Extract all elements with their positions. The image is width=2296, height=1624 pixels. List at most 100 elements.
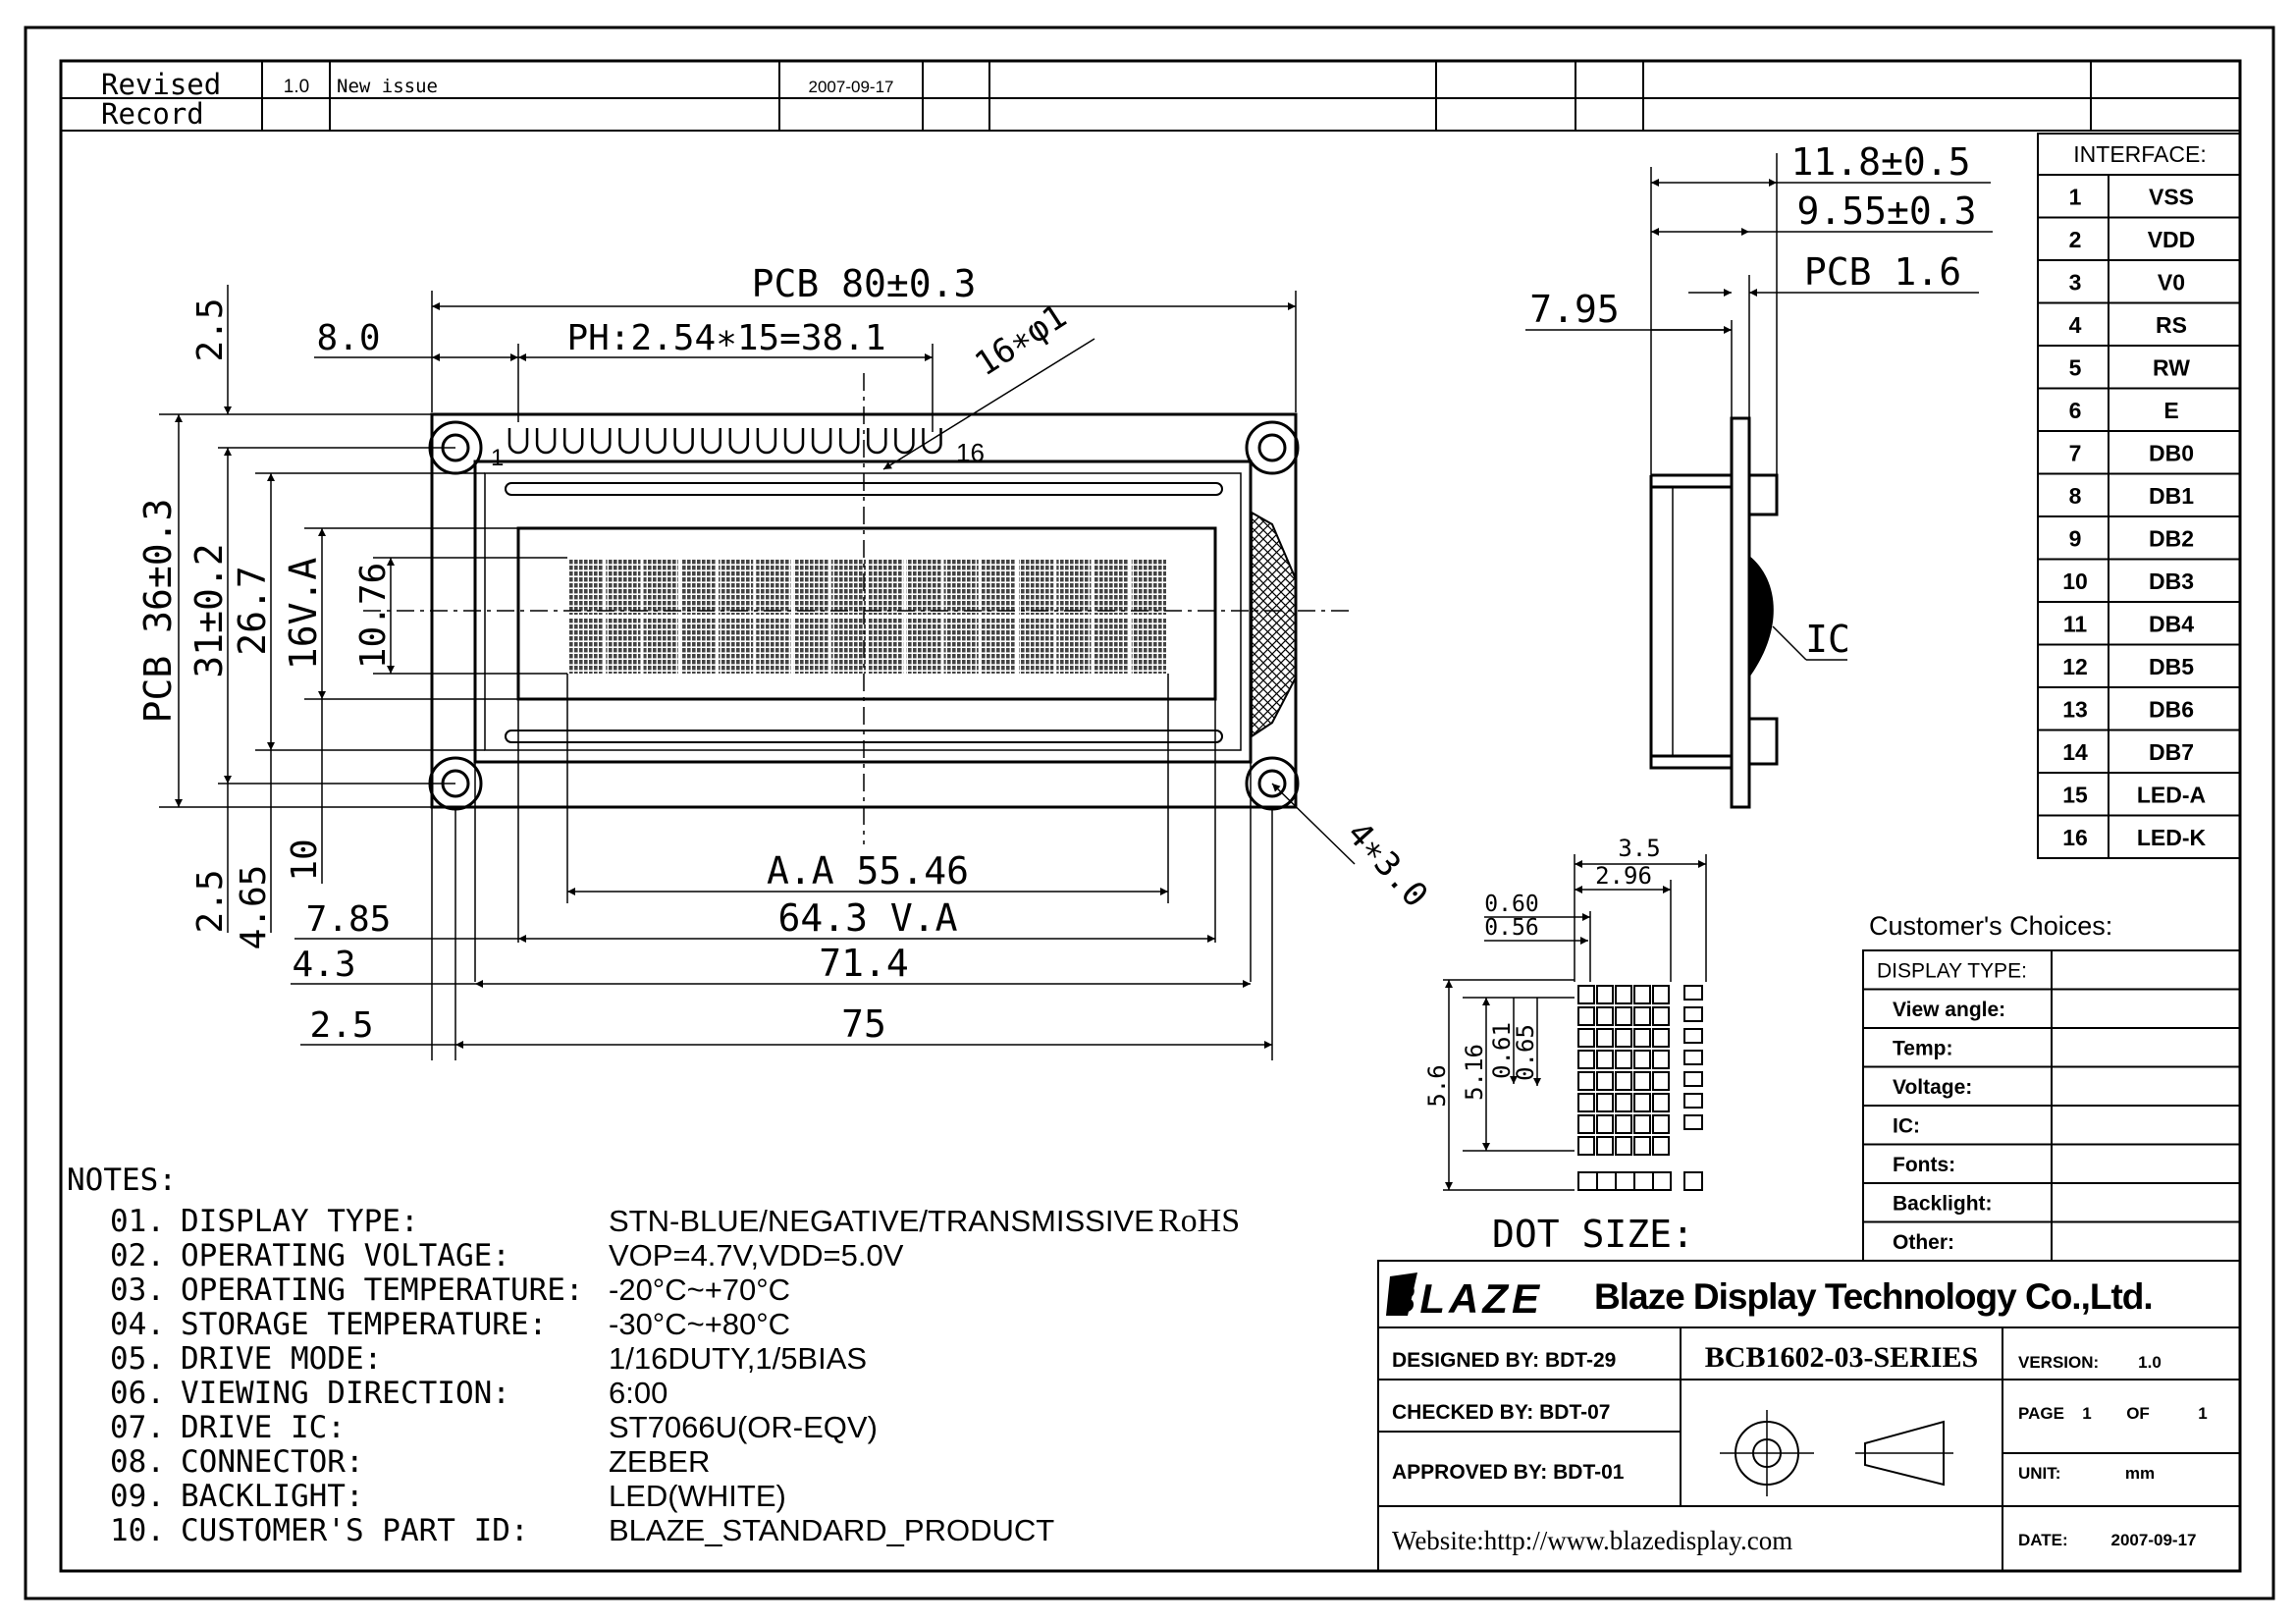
interface-pin-name: LED-A [2137,783,2206,808]
dim-dots-height: 5.16 [1461,1044,1488,1101]
logo-text: BLAZE [1386,1275,1543,1322]
dot-matrix-dot [1652,1114,1670,1134]
lcd-character-cell [719,559,754,615]
interface-pin-number: 11 [2063,612,2088,637]
note-value: ZEBER [609,1444,710,1479]
pin-label-first: 1 [491,445,504,471]
dot-matrix-dot [1596,1093,1614,1112]
lcd-character-cell [1094,559,1129,615]
lcd-character-cell [793,618,828,674]
dot-matrix-dot [1633,1071,1651,1091]
outer-frame [24,26,2275,1600]
dot-matrix-dot [1652,1071,1670,1091]
version-value: 1.0 [2138,1353,2162,1372]
unit-label: UNIT: [2018,1464,2060,1483]
dot-matrix-dot [1596,1114,1614,1134]
lcd-character-cell [906,618,941,674]
title-block [1377,1260,2241,1572]
note-number: 05. [110,1341,165,1377]
dim-left-2-5: 2.5 [309,1005,373,1046]
dot-matrix-dot [1596,985,1614,1004]
lcd-character-cell [869,559,904,615]
dot-matrix-dot [1577,1093,1595,1112]
interface-title: INTERFACE: [2073,141,2206,167]
dot-matrix-dot [1596,1136,1614,1156]
dim-left-7-85: 7.85 [306,899,392,940]
dim-va-height: 16V.A [282,558,325,671]
dim-total-thickness: 11.8±0.5 [1790,140,1970,184]
connector-pin [783,428,805,455]
note-label: CONNECTOR: [181,1444,364,1480]
connector-pin [562,428,584,455]
dim-dot-pitch-w: 0.60 [1484,892,1538,917]
revision-heading-line2: Record [101,97,204,131]
character-grid [568,559,1166,674]
lcd-character-cell [1056,618,1092,674]
dim-bezel-width: 71.4 [819,942,909,985]
note-value: -30°C~+80°C [609,1307,790,1341]
interface-pin-name: RS [2156,312,2187,338]
dot-size-detail: 3.5 2.96 0.60 0.56 5.6 5.16 0.61 0.65 DO… [1423,835,1707,1256]
connector-pin [838,428,860,455]
note-value: STN-BLUE/NEGATIVE/TRANSMISSIVE [609,1204,1154,1238]
dot-matrix-dot [1615,1050,1632,1069]
date-value: 2007-09-17 [2111,1531,2197,1549]
note-label: OPERATING VOLTAGE: [181,1238,510,1273]
note-value: 6:00 [609,1376,667,1410]
front-view: PCB 80±0.3 PH:2.54∗15=38.1 8.0 2.5 PCB 3… [136,262,1435,1060]
dim-module-thickness: 9.55±0.3 [1796,189,1976,233]
interface-pin-name: RW [2153,355,2190,381]
approved-by: APPROVED BY: BDT-01 [1392,1461,1625,1484]
note-label: DISPLAY TYPE: [181,1204,419,1239]
note-number: 09. [110,1479,165,1514]
dot-matrix-dot [1633,985,1651,1004]
note-number: 10. [110,1513,165,1548]
blaze-logo: BLAZE [1386,1272,1543,1322]
interface-pin-name: VSS [2149,185,2194,210]
part-number: BCB1602-03-SERIES [1705,1341,1978,1374]
dot-matrix-dot [1633,1114,1651,1134]
lcd-character-cell [719,618,754,674]
dim-hole-spacing-v: 31±0.2 [187,543,231,677]
connector-pin [811,428,832,455]
dot-matrix [1577,985,1670,1156]
revision-description: New issue [337,76,438,97]
dot-size-title: DOT SIZE: [1492,1213,1694,1256]
lcd-character-cell [680,618,716,674]
connector-pin [507,428,529,455]
dim-aa-width: A.A 55.46 [767,849,969,893]
dim-left-offset: 8.0 [316,318,380,358]
dot-matrix-dot [1633,1006,1651,1026]
dim-hole-spacing-h: 75 [841,1002,886,1046]
interface-pin-name: DB0 [2149,441,2194,466]
connector-pins [507,428,942,455]
interface-pin-name: V0 [2158,270,2185,296]
dot-matrix-dot [1615,1028,1632,1048]
dot-matrix-dot [1652,1006,1670,1026]
dim-dot-w: 0.56 [1484,915,1538,941]
dot-matrix-dot [1652,1136,1670,1156]
revision-block [61,61,2240,132]
revision-version: 1.0 [284,77,309,97]
interface-pin-name: DB2 [2149,526,2194,552]
note-value: VOP=4.7V,VDD=5.0V [609,1238,904,1272]
unit-value: mm [2125,1464,2155,1483]
lcd-character-cell [606,618,641,674]
dot-matrix-dot [1615,1071,1632,1091]
connector-pin [894,428,915,455]
customer-choices-title: Customer's Choices: [1869,911,2112,941]
dim-pcb-thickness: PCB 1.6 [1804,250,1961,294]
dot-matrix-dot [1577,1006,1595,1026]
interface-pin-name: DB1 [2149,483,2194,509]
page-value: 1 [2082,1404,2091,1423]
customer-choice-label: Other: [1893,1231,1954,1254]
interface-pin-name: E [2163,398,2178,423]
dim-pin-pitch: PH:2.54∗15=38.1 [566,318,885,358]
note-label: DRIVE MODE: [181,1341,382,1377]
side-ic-label: IC [1805,618,1850,661]
lcd-character-cell [643,559,678,615]
dim-char-height: 5.6 [1423,1064,1451,1107]
lcd-character-cell [643,618,678,674]
lcd-character-cell [981,618,1016,674]
